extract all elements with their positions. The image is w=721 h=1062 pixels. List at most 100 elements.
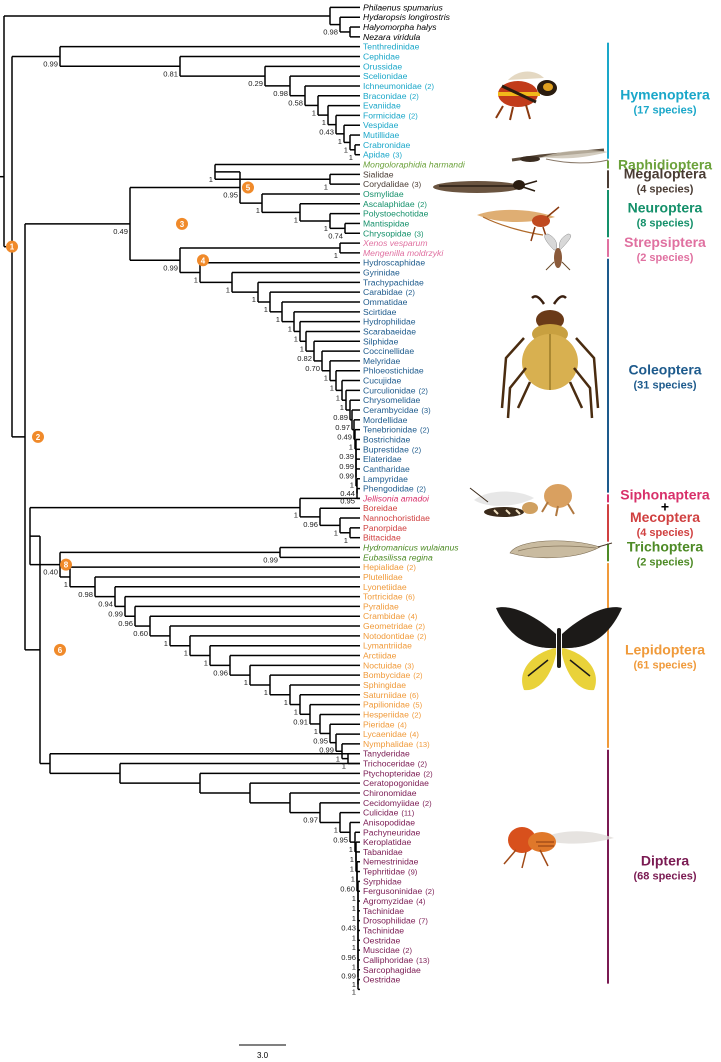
support-value: 1: [350, 865, 354, 874]
support-value: 1: [349, 153, 353, 162]
support-value: 1: [256, 206, 260, 215]
tip-label: Trachypachidae: [363, 277, 424, 287]
support-value: 0.99: [339, 462, 354, 471]
tip-label: Polystoechotidae: [363, 209, 429, 219]
tip-label: Geometridae(2): [363, 621, 425, 631]
node-number: 1: [10, 243, 15, 252]
tip-label: Cerambycidae(3): [363, 405, 431, 415]
node-marker: [197, 254, 209, 267]
node-marker: [6, 240, 18, 253]
tip-label: Ptychopteridae(2): [363, 768, 433, 778]
order-name: Coleoptera: [628, 362, 701, 378]
order-name: Hymenoptera: [620, 87, 710, 103]
tip-label: Elateridae: [363, 454, 402, 464]
support-value: 0.89: [333, 413, 348, 422]
support-value: 0.70: [305, 364, 320, 373]
tip-label: Trichoceridae(2): [363, 759, 428, 769]
order-species-count: (2 species): [637, 556, 694, 568]
tip-label: Bostrichidae: [363, 434, 411, 444]
tip-label: Lymantriidae: [363, 641, 412, 651]
support-value: 1: [349, 845, 353, 854]
tip-label: Keroplatidae: [363, 837, 411, 847]
tip-label: Noctuidae(3): [363, 660, 414, 670]
tip-label: Crambidae(4): [363, 611, 418, 621]
order-name: Diptera: [641, 853, 689, 869]
support-value: 1: [334, 528, 338, 537]
support-value: 0.49: [113, 227, 128, 236]
tip-label: Nannochoristidae: [363, 513, 430, 523]
tip-label: Vespidae: [363, 120, 399, 130]
tip-label: Ascalaphidae(2): [363, 199, 427, 209]
tip-label: Apidae(3): [363, 150, 403, 160]
tip-label: Cantharidae: [363, 464, 410, 474]
support-value: 1: [334, 825, 338, 834]
support-value: 1: [324, 182, 328, 191]
tip-label: Lampyridae: [363, 474, 408, 484]
support-value: 0.98: [323, 28, 338, 37]
tip-label: Hesperiidae(2): [363, 709, 422, 719]
tip-label: Calliphoridae(13): [363, 955, 430, 965]
order-name: Siphonaptera: [620, 486, 710, 502]
support-value: 1: [344, 536, 348, 545]
tip-label: Papilionidae(5): [363, 700, 423, 710]
tip-label: Cephidae: [363, 52, 400, 62]
support-value: 1: [352, 962, 356, 971]
tip-label: Ichneumonidae(2): [363, 81, 435, 91]
support-value: 0.96: [213, 668, 228, 677]
tip-label: Chrysomelidae: [363, 395, 421, 405]
support-value: 0.60: [133, 629, 148, 638]
support-value: 1: [264, 305, 268, 314]
tip-label: Panorpidae: [363, 523, 407, 533]
tip-label: Culicidae(11): [363, 808, 415, 818]
tip-label: Sialidae: [363, 169, 394, 179]
support-value: 1: [352, 914, 356, 923]
tip-label: Sarcophagidae: [363, 965, 421, 975]
support-value: 1: [352, 987, 356, 996]
order-species-count: (4 species): [637, 183, 694, 195]
tip-label: Coccinellidae: [363, 346, 414, 356]
tip-label: Ommatidae: [363, 297, 408, 307]
support-value: 0.95: [313, 736, 328, 745]
support-value: 1: [334, 251, 338, 260]
tip-label: Tachinidae: [363, 906, 404, 916]
support-value: 1: [344, 145, 348, 154]
support-value: 1: [204, 659, 208, 668]
tip-label: Philaenus spumarius: [363, 2, 443, 12]
caddisfly-icon: [509, 540, 613, 559]
support-value: 0.95: [340, 496, 355, 505]
support-value: 0.98: [78, 590, 93, 599]
order-species-count: (2 species): [637, 252, 694, 264]
tip-label: Pachyneuridae: [363, 827, 421, 837]
support-value: 0.40: [43, 568, 58, 577]
order-species-count: (31 species): [634, 380, 697, 392]
support-value: 1: [164, 639, 168, 648]
tip-label: Boreidae: [363, 503, 398, 513]
support-value: 1: [284, 698, 288, 707]
node-marker: [60, 558, 72, 571]
flea-icon: [541, 484, 575, 517]
tip-label: Nezara viridula: [363, 32, 421, 42]
tip-label: Scirtidae: [363, 307, 397, 317]
support-value: 0.96: [118, 619, 133, 628]
support-value: 1: [312, 108, 316, 117]
wasp-icon: [495, 71, 557, 121]
support-value: 0.99: [339, 471, 354, 480]
support-value: 1: [64, 580, 68, 589]
support-value: 1: [300, 344, 304, 353]
tip-label: Pyralidae: [363, 601, 399, 611]
order-species-count: (61 species): [634, 660, 697, 672]
tip-label: Tephritidae(9): [363, 867, 418, 877]
node-marker: [176, 217, 188, 230]
tip-label: Scelionidae: [363, 71, 408, 81]
lacewing-icon: [477, 206, 560, 242]
support-value: 1: [351, 875, 355, 884]
tip-label: Mengenilla moldrzyki: [363, 248, 444, 258]
tip-label: Phengodidae(2): [363, 484, 426, 494]
support-value: 1: [288, 325, 292, 334]
tip-label: Tenebrionidae(2): [363, 425, 430, 435]
tip-label: Tabanidae: [363, 847, 403, 857]
snakefly-icon: [511, 148, 609, 164]
support-value: 1: [352, 980, 356, 989]
order-name: Strepsiptera: [624, 234, 706, 250]
tip-label: Melyridae: [363, 356, 400, 366]
